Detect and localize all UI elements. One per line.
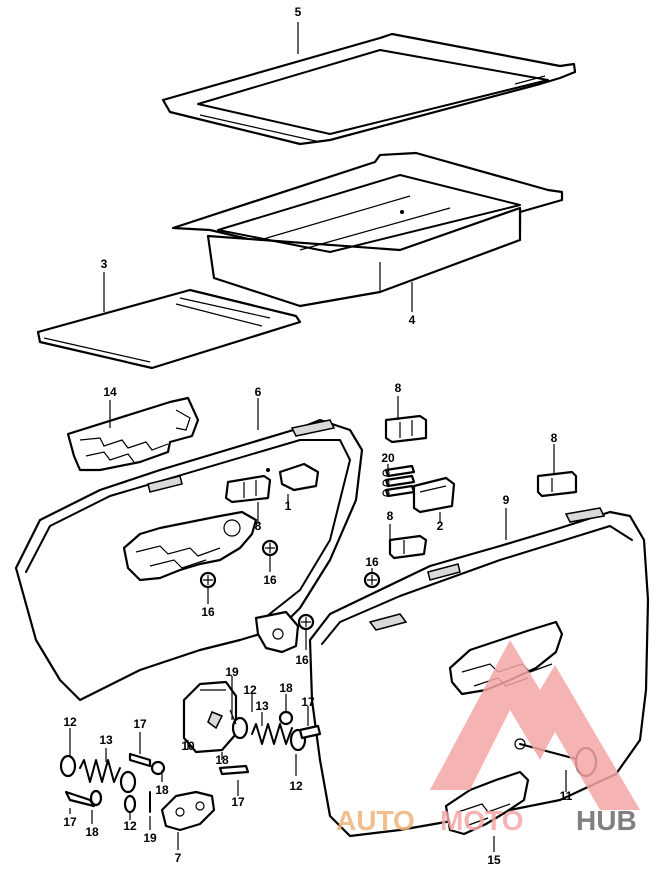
screws-16 — [199, 539, 381, 631]
callout-8-right: 8 — [551, 431, 558, 445]
callout-7: 7 — [175, 851, 182, 865]
watermark-logo-icon — [430, 640, 640, 810]
callout-20: 20 — [381, 451, 395, 465]
callout-12-c: 12 — [63, 715, 77, 729]
part-14-emblem — [66, 396, 200, 472]
callout-17-b: 17 — [133, 717, 147, 731]
part-8-clip-right — [536, 470, 578, 498]
part-20-pins — [382, 464, 416, 498]
part-8-clip-upper — [384, 414, 428, 444]
callout-9: 9 — [503, 493, 510, 507]
callout-13-a: 13 — [255, 699, 269, 713]
callout-3: 3 — [101, 257, 108, 271]
watermark-part1: AUTO — [336, 805, 415, 836]
callout-17-c: 17 — [231, 795, 245, 809]
part-3-plate — [36, 288, 302, 370]
callout-8-upper: 8 — [395, 381, 402, 395]
watermark: AUTO MOTO HUB — [336, 640, 640, 836]
callout-6: 6 — [255, 385, 262, 399]
callout-16-a: 16 — [263, 573, 277, 587]
part-8-clip-mid — [224, 474, 272, 504]
callout-12-d: 12 — [123, 819, 137, 833]
watermark-part2: MOTO — [440, 805, 523, 836]
callout-10: 10 — [181, 739, 195, 753]
callout-12-b: 12 — [289, 779, 303, 793]
callout-18-b: 18 — [215, 753, 229, 767]
spring-assembly-upper — [229, 709, 322, 752]
callout-18-d: 18 — [85, 825, 99, 839]
part-4-tray — [171, 151, 564, 308]
leader-lines — [69, 22, 567, 852]
callout-16-d: 16 — [295, 653, 309, 667]
callout-17-a: 17 — [301, 695, 315, 709]
part-2-pad — [412, 476, 456, 514]
callout-14: 14 — [103, 385, 117, 399]
callout-5: 5 — [295, 5, 302, 19]
callout-18-c: 18 — [155, 783, 169, 797]
callout-19-a: 19 — [225, 665, 239, 679]
part-6-side-cover-left — [14, 418, 364, 702]
callout-13-b: 13 — [99, 733, 113, 747]
callout-16-c: 16 — [365, 555, 379, 569]
watermark-part3: HUB — [576, 805, 637, 836]
callout-12-a: 12 — [243, 683, 257, 697]
part-7-bracket — [160, 790, 216, 832]
callout-8-lower: 8 — [387, 509, 394, 523]
part-8-clip-lower — [388, 534, 428, 560]
part-15-emblem — [444, 770, 530, 836]
callout-4: 4 — [409, 313, 416, 327]
part-1-grommet — [278, 462, 320, 492]
callout-11: 11 — [560, 789, 573, 803]
callout-labels: 5 3 4 14 6 8 8 8 8 20 1 2 9 16 16 16 16 … — [63, 5, 572, 867]
callout-16-b: 16 — [201, 605, 215, 619]
callout-15: 15 — [487, 853, 501, 867]
spring-assembly-lower — [59, 752, 250, 814]
callout-17-d: 17 — [63, 815, 77, 829]
callout-19-b: 19 — [143, 831, 157, 845]
callout-2: 2 — [437, 519, 444, 533]
part-5-seat-pan — [161, 32, 577, 146]
callout-18-a: 18 — [279, 681, 293, 695]
callout-8-mid: 8 — [255, 519, 262, 533]
callout-1: 1 — [285, 499, 292, 513]
